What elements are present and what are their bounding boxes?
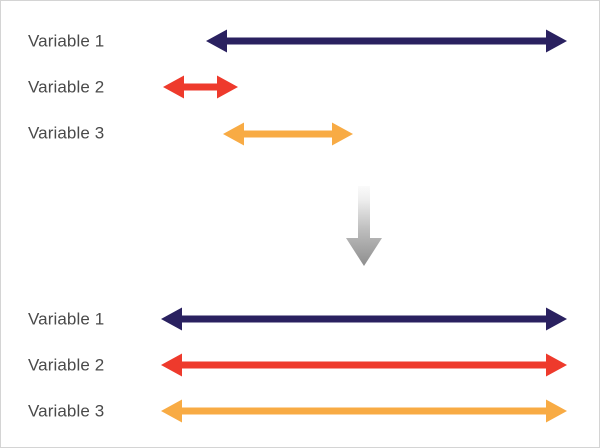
before-label-variable-1: Variable 1 <box>28 31 105 51</box>
before-label-variable-2: Variable 2 <box>28 77 105 97</box>
down-arrow-icon <box>346 186 382 266</box>
before-label-variable-3: Variable 3 <box>28 123 105 143</box>
after-label-variable-2: Variable 2 <box>28 355 105 375</box>
after-label-variable-1: Variable 1 <box>28 309 105 329</box>
after-label-variable-3: Variable 3 <box>28 401 105 421</box>
transition-container <box>344 186 384 266</box>
